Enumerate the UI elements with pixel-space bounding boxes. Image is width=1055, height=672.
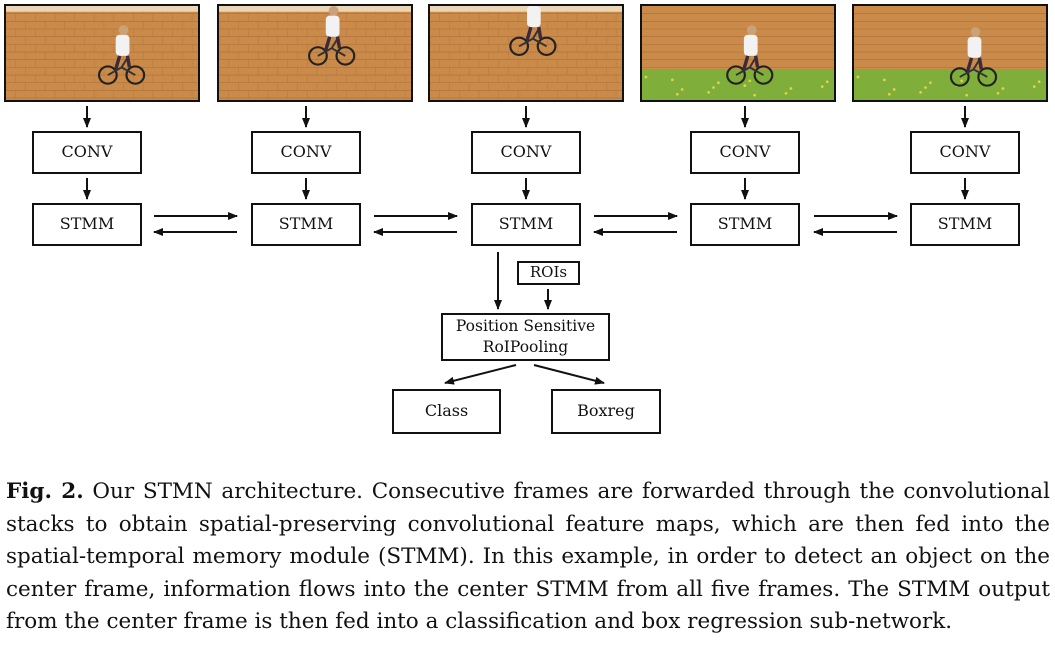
conv-box-3: CONV: [471, 131, 581, 174]
conv-label: CONV: [280, 142, 332, 162]
figure-caption: Fig. 2. Our STMN architecture. Consecuti…: [6, 476, 1050, 639]
caption-text: Our STMN architecture. Consecutive frame…: [6, 479, 1050, 634]
boxreg-label: Boxreg: [577, 401, 635, 421]
pooling-label-line2: RoIPooling: [482, 338, 569, 356]
boxreg-box: Boxreg: [551, 389, 661, 434]
conv-label: CONV: [61, 142, 113, 162]
rois-box: ROIs: [517, 261, 580, 285]
stmm-box-2: STMM: [251, 203, 361, 246]
stmm-box-1: STMM: [32, 203, 142, 246]
conv-label: CONV: [939, 142, 991, 162]
video-frame-5: [852, 4, 1048, 102]
stmm-label: STMM: [59, 214, 115, 234]
pooling-label-line1: Position Sensitive: [455, 317, 596, 336]
class-box: Class: [392, 389, 501, 434]
diagram-arrows: [83, 106, 969, 385]
conv-label: CONV: [719, 142, 771, 162]
pooling-to-boxreg-arrow: [533, 364, 605, 385]
class-label: Class: [424, 401, 469, 421]
conv-box-4: CONV: [690, 131, 800, 174]
video-frame-1: [4, 4, 200, 102]
stmm-label: STMM: [717, 214, 773, 234]
caption-label: Fig. 2.: [6, 479, 84, 504]
conv-label: CONV: [500, 142, 552, 162]
stmm-box-4: STMM: [690, 203, 800, 246]
pooling-to-class-arrow: [444, 364, 517, 385]
conv-box-1: CONV: [32, 131, 142, 174]
video-frame-4: [640, 4, 836, 102]
conv-box-5: CONV: [910, 131, 1020, 174]
conv-box-2: CONV: [251, 131, 361, 174]
stmm-label: STMM: [937, 214, 993, 234]
video-frame-3: [428, 4, 624, 102]
stmm-box-3: STMM: [471, 203, 581, 246]
video-frame-2: [217, 4, 413, 102]
stmm-box-5: STMM: [910, 203, 1020, 246]
stmm-label: STMM: [278, 214, 334, 234]
stmm-label: STMM: [498, 214, 554, 234]
rois-label: ROIs: [529, 263, 568, 282]
ps-roipooling-box: Position Sensitive RoIPooling: [441, 313, 610, 361]
